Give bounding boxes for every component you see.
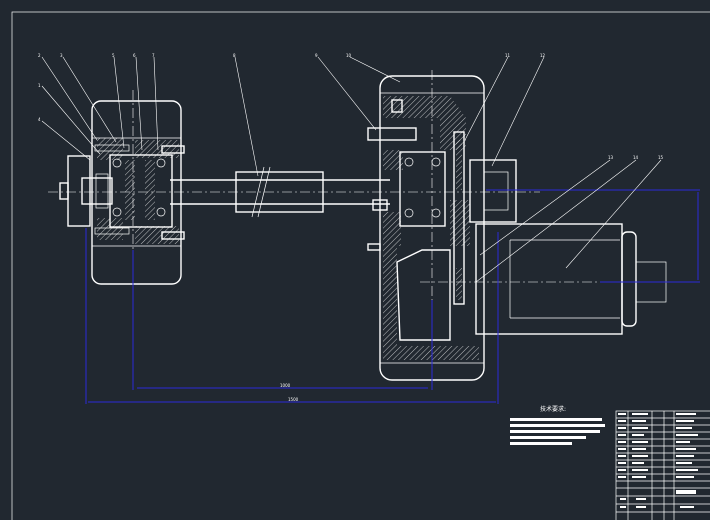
part-number: 5: [112, 53, 115, 58]
dimension-lines: 1000 1500: [85, 189, 700, 404]
part-number: 3: [60, 53, 63, 58]
technical-requirements: 技术要求:: [510, 405, 605, 445]
part-number-labels: 2 3 1 4 5 6 7 8 9 10 11 12 13 14 15: [38, 53, 664, 160]
part-number: 2: [38, 53, 41, 58]
part-number: 8: [233, 53, 236, 58]
part-number: 4: [38, 117, 41, 122]
part-number: 15: [658, 155, 664, 160]
part-number: 11: [505, 53, 511, 58]
drawing-frame: [11, 11, 710, 520]
tech-req-title: 技术要求:: [540, 405, 566, 413]
part-number: 13: [608, 155, 614, 160]
dim-outer-label: 1500: [288, 397, 299, 402]
part-number: 9: [315, 53, 318, 58]
part-number: 14: [633, 155, 639, 160]
dim-inner-label: 1000: [280, 383, 291, 388]
title-block: [615, 410, 710, 520]
part-number: 1: [38, 83, 41, 88]
motor: [475, 223, 667, 335]
leader-lines: [41, 56, 662, 283]
part-number: 10: [346, 53, 352, 58]
part-number: 12: [540, 53, 546, 58]
part-number: 7: [152, 53, 155, 58]
part-number: 6: [133, 53, 136, 58]
